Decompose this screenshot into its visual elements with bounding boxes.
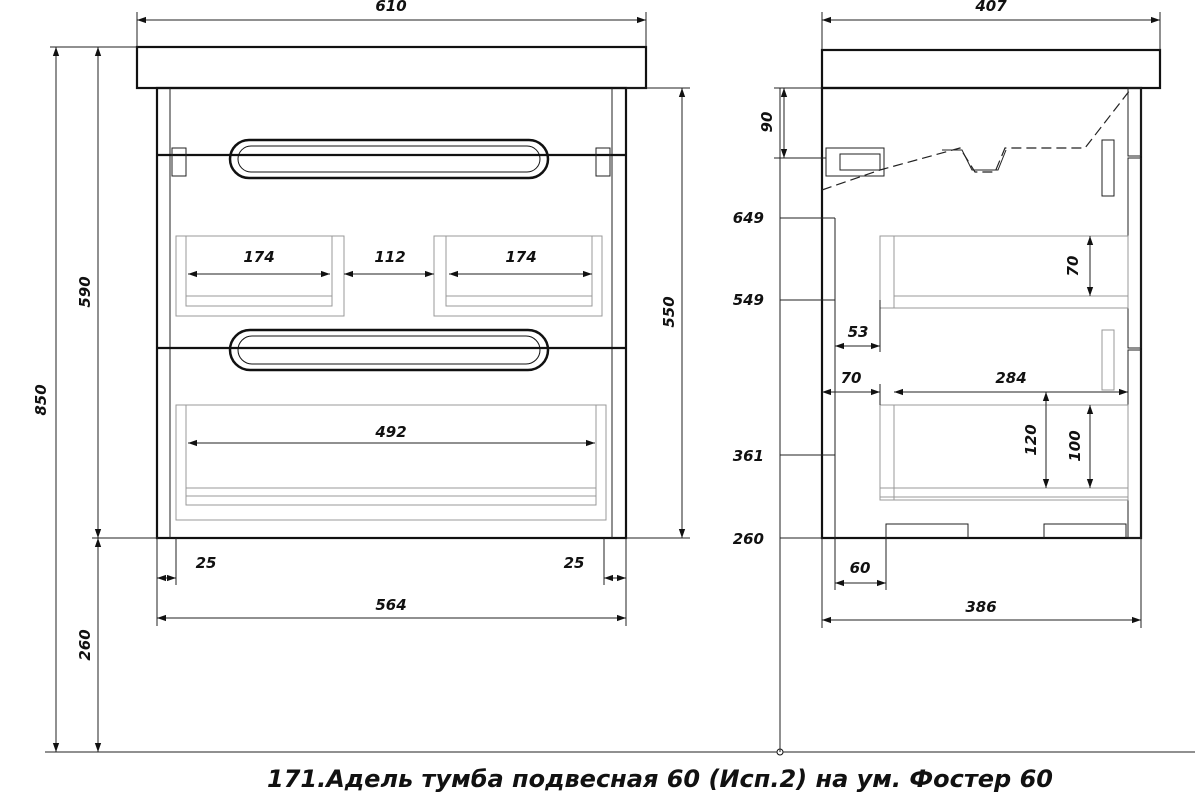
dim-492: 492 [374, 423, 406, 441]
dim-90: 90 [758, 112, 776, 133]
dim-260-front: 260 [76, 629, 94, 660]
dim-70-horizontal: 70 [841, 369, 862, 387]
dim-174-right: 174 [505, 248, 536, 266]
front-dimensions: 610 850 590 260 550 174 112 174 492 25 [32, 0, 690, 752]
front-countertop [135, 45, 648, 90]
dim-850: 850 [32, 384, 50, 415]
level-549: 549 [733, 291, 764, 309]
side-countertop [820, 48, 1162, 90]
dim-610: 610 [375, 0, 406, 15]
dim-590: 590 [76, 276, 94, 307]
side-view [820, 48, 1162, 540]
dim-100: 100 [1066, 430, 1084, 461]
side-lower-drawer [879, 404, 1129, 501]
dim-407: 407 [974, 0, 1007, 15]
dim-70-vertical: 70 [1064, 256, 1082, 277]
level-649: 649 [733, 209, 764, 227]
drawing-caption: 171.Адель тумба подвесная 60 (Исп.2) на … [267, 765, 1053, 793]
upper-drawer-handle [228, 138, 550, 180]
dim-550: 550 [660, 296, 678, 327]
dim-25-right: 25 [564, 554, 585, 572]
side-cabinet-body [820, 86, 1143, 540]
dim-120: 120 [1022, 424, 1040, 455]
level-260: 260 [733, 530, 764, 548]
lower-drawer-handle [228, 328, 550, 372]
dim-284: 284 [995, 369, 1026, 387]
dim-112: 112 [374, 248, 405, 266]
side-upper-drawer [879, 235, 1129, 309]
dim-53: 53 [848, 323, 869, 341]
dim-25-left: 25 [196, 554, 217, 572]
dim-386: 386 [965, 598, 996, 616]
dim-60: 60 [850, 559, 871, 577]
dim-174-left: 174 [243, 248, 274, 266]
side-dimensions: 407 90 649 549 361 260 53 70 70 284 [733, 0, 1161, 752]
front-view [135, 45, 648, 540]
dim-564: 564 [375, 596, 406, 614]
front-cabinet-body [155, 86, 628, 540]
level-361: 361 [733, 447, 764, 465]
